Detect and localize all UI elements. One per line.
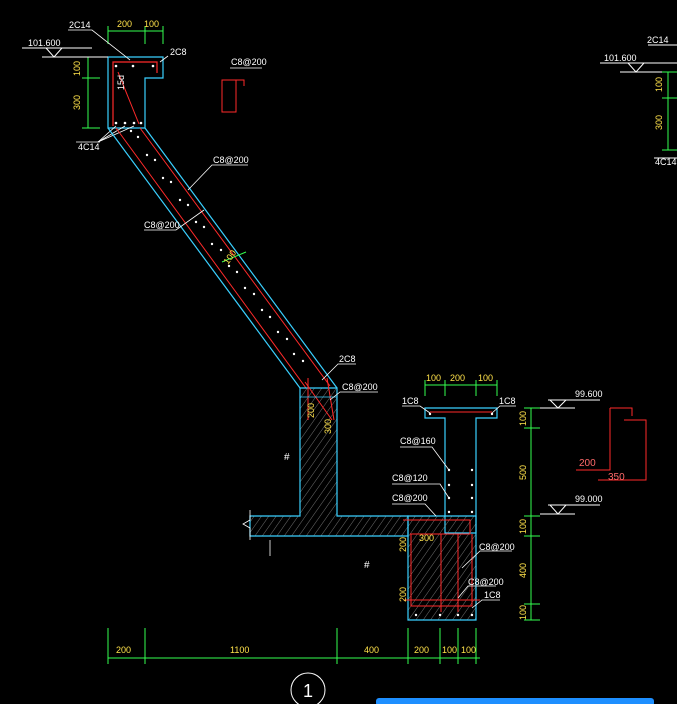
top-dim-width-2: 100 <box>144 19 159 29</box>
right-bottom-bar-label: 1C8 <box>484 590 501 600</box>
top-beam-rebar <box>112 61 158 126</box>
right-elevation-top: 99.600 <box>575 389 603 399</box>
right-beam-top-dims <box>424 380 498 396</box>
right-partial-dim-2: 300 <box>654 115 664 130</box>
wall-dim-1: 200 <box>306 403 316 418</box>
bottom-dim-1: 200 <box>116 645 131 655</box>
right-stirrup-3: C8@200 <box>392 493 428 503</box>
right-top-bar-right-label: 1C8 <box>499 396 516 406</box>
top-bar-label: 2C14 <box>69 20 91 30</box>
right-stirrup-1: C8@160 <box>400 436 436 446</box>
slab-lower-bar-label: C8@200 <box>144 220 180 230</box>
elevation-markers-right <box>540 399 600 515</box>
right-partial-elevation: 101.600 <box>604 53 637 63</box>
right-beam <box>403 407 498 621</box>
top-elevation-label: 101.600 <box>28 38 61 48</box>
right-partial-top-bar: 2C14 <box>647 35 669 45</box>
bottom-dim-3: 400 <box>364 645 379 655</box>
right-stirrup-leaders <box>392 446 512 609</box>
right-top-leaders <box>402 405 516 414</box>
wall-stirrup-label: C8@200 <box>342 382 378 392</box>
right-stirrup-5: C8@200 <box>468 577 504 587</box>
top-dim-width-1: 200 <box>117 19 132 29</box>
slab-thickness-dim <box>221 251 247 263</box>
right-partial-dims <box>662 71 677 151</box>
horizontal-scrollbar[interactable] <box>376 698 654 704</box>
break-line <box>242 510 251 540</box>
top-dim-height-1: 100 <box>72 61 82 76</box>
right-top-bar-left-label: 1C8 <box>402 396 419 406</box>
right-side-dim-3: 100 <box>518 519 528 534</box>
side-bar-label: 2C8 <box>170 47 187 57</box>
right-embedded-symbol: # <box>364 560 370 571</box>
right-stirrup-2: C8@120 <box>392 473 428 483</box>
right-beam-bars <box>414 412 494 617</box>
right-stirrup-4: C8@200 <box>479 542 515 552</box>
bottom-bar-label: 4C14 <box>78 142 100 152</box>
right-side-dim-1: 100 <box>518 411 528 426</box>
right-side-dims <box>524 407 540 621</box>
right-dim-top-2: 200 <box>450 373 465 383</box>
right-partial-dim-1: 100 <box>654 77 664 92</box>
bottom-dim-6: 100 <box>461 645 476 655</box>
top-beam-anchor-rebar <box>117 71 140 125</box>
anchorage-label: 15d <box>116 75 126 90</box>
right-partial-bottom-bar: 4C14 <box>655 157 677 167</box>
section-number: 1 <box>303 681 313 701</box>
wall-leaders <box>321 363 378 401</box>
right-stirrup-dim-2: 350 <box>608 472 625 483</box>
lower-wall <box>249 377 409 537</box>
elevation-marker-top <box>22 47 108 58</box>
top-beam-outline <box>107 56 164 129</box>
wall-embedded-symbol: # <box>284 452 290 463</box>
right-side-dim-4: 400 <box>518 563 528 578</box>
top-beam: 15d <box>107 56 164 129</box>
top-stirrup-detail <box>221 67 262 113</box>
right-stirrup-dim-1: 200 <box>579 458 596 469</box>
slab-distribution-bars <box>129 129 305 363</box>
right-elevation-bottom: 99.000 <box>575 494 603 504</box>
bottom-dim-4: 200 <box>414 645 429 655</box>
right-web-dim-3: 200 <box>398 587 408 602</box>
bottom-dim-2: 1100 <box>230 645 249 655</box>
right-stirrup-detail <box>576 407 647 481</box>
wall-dim-2: 300 <box>323 419 333 434</box>
right-side-dim-2: 500 <box>518 465 528 480</box>
top-stirrup-label: C8@200 <box>231 57 267 67</box>
right-dim-top-1: 100 <box>426 373 441 383</box>
right-web-dim-1: 200 <box>398 537 408 552</box>
top-dim-height-2: 300 <box>72 95 82 110</box>
right-dim-top-3: 100 <box>478 373 493 383</box>
bottom-dim-5: 100 <box>442 645 457 655</box>
slab-upper-bar-label: C8@200 <box>213 155 249 165</box>
wall-top-bar-label: 2C8 <box>339 354 356 364</box>
slab-leaders <box>144 164 248 231</box>
right-web-dim-2: 300 <box>419 533 434 543</box>
bottom-dimension-line <box>107 628 480 664</box>
top-beam-leaders <box>68 29 169 143</box>
right-side-dim-5: 100 <box>518 605 528 620</box>
section-marker <box>290 672 326 704</box>
